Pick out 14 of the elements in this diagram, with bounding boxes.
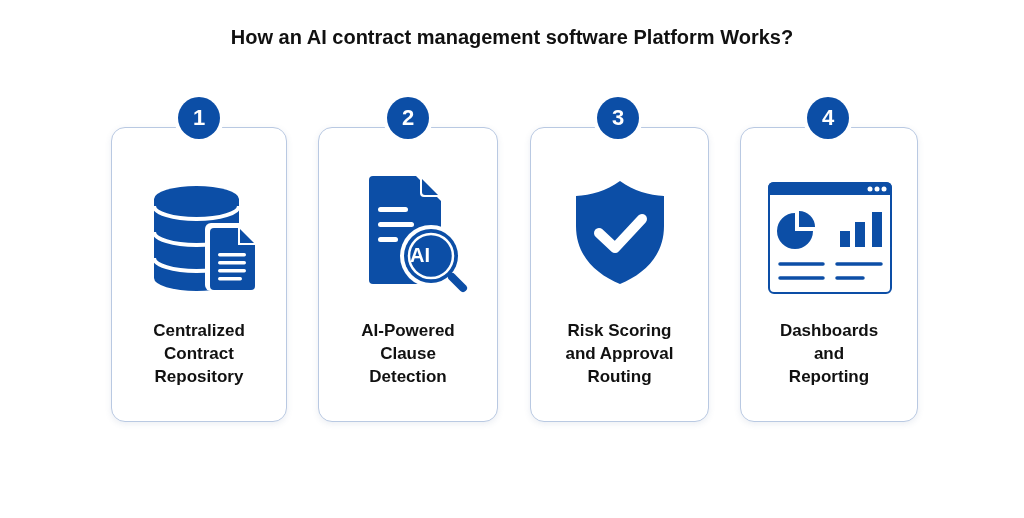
- step-card: [111, 127, 287, 422]
- step-number-badge: 3: [597, 97, 639, 139]
- diagram-title: How an AI contract management software Platform Works?: [230, 25, 794, 50]
- step-number-badge: 2: [387, 97, 429, 139]
- step-card: [530, 127, 709, 422]
- step-card: [740, 127, 918, 422]
- step-title: Dashboards and Reporting: [778, 320, 880, 388]
- step-title: Risk Scoring and Approval Routing: [564, 320, 675, 388]
- magnifier-text: AI: [410, 244, 430, 266]
- step-number-badge: 4: [807, 97, 849, 139]
- step-card: [318, 127, 498, 422]
- step-title: Centralized Contract Repository: [152, 320, 246, 388]
- step-title: AI-Powered Clause Detection: [360, 320, 456, 388]
- step-number-badge: 1: [178, 97, 220, 139]
